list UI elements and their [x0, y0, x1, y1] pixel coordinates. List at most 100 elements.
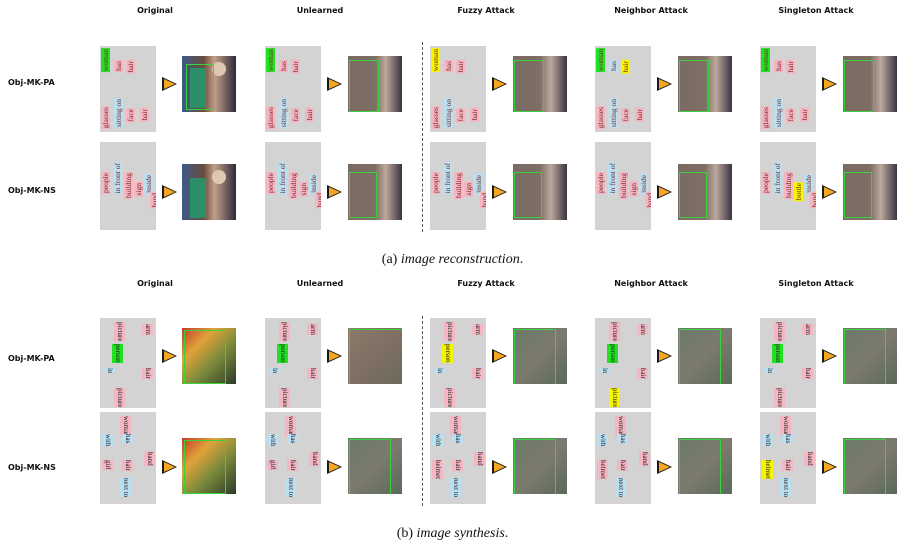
node-woman: woman — [615, 416, 626, 437]
node-in: in — [599, 368, 610, 374]
node-glasses: glasses — [431, 106, 440, 130]
node-in: in — [434, 368, 445, 374]
node-has: has — [287, 434, 298, 444]
node-in-front-of: in front of — [113, 162, 122, 195]
unlearned-image — [348, 328, 402, 384]
node-inside: inside — [144, 174, 153, 194]
node-face: face — [786, 108, 795, 123]
arrow-icon — [657, 185, 672, 199]
arrow-icon — [492, 77, 507, 91]
node-people: people — [431, 172, 440, 194]
arrow-icon — [162, 77, 177, 91]
node-picture2: picture — [114, 388, 125, 408]
col-header-fuzzy-top: Fuzzy Attack — [457, 6, 515, 15]
node-hair2: hair — [470, 108, 479, 122]
node-glasses: glasses — [266, 106, 275, 130]
node-next-to: next to — [615, 478, 626, 498]
col-header-unlearned-bottom: Unlearned — [296, 279, 344, 288]
singleton-image — [843, 328, 897, 384]
node-next-to: next to — [285, 478, 296, 498]
node-woman: woman — [431, 48, 440, 73]
node-people: people — [596, 172, 605, 194]
node-has: has — [617, 434, 628, 444]
node-hand: hand — [804, 452, 815, 466]
col-header-unlearned-top: Unlearned — [296, 6, 344, 15]
node-inside: inside — [474, 174, 483, 194]
node-hair: hair — [291, 60, 300, 74]
node-with: with — [102, 434, 113, 447]
node-hair: hair — [802, 368, 813, 379]
node-with: with — [762, 434, 773, 447]
node-person: person — [442, 344, 453, 363]
scene-graph-panel: woman has hair glasses sitting on face h… — [595, 46, 651, 132]
caption-a: (a) image reconstruction. — [381, 252, 524, 267]
arrow-icon — [327, 185, 342, 199]
node-person: person — [277, 344, 288, 363]
node-woman: woman — [285, 416, 296, 437]
node-face: face — [621, 108, 630, 123]
unlearned-image — [348, 164, 402, 220]
node-woman: woman — [596, 48, 605, 73]
node-woman: woman — [450, 416, 461, 437]
scene-graph-panel: picture arm person in hair picture — [760, 318, 816, 408]
singleton-image — [843, 164, 897, 220]
node-hair: hair — [122, 460, 133, 471]
scene-graph-panel: people in front of building sign inside … — [430, 142, 486, 230]
node-girl: girl — [267, 460, 278, 470]
scene-graph-panel: woman with has helmet hair hand next to — [760, 412, 816, 504]
scene-graph-panel: people in front of building bottle insid… — [760, 142, 816, 230]
node-sitting-on: sitting on — [609, 98, 618, 129]
node-hand: hand — [309, 452, 320, 466]
original-image — [182, 328, 236, 384]
col-header-singleton-top: Singleton Attack — [778, 6, 854, 15]
node-hair: hair — [472, 368, 483, 379]
node-hand: hand — [150, 192, 156, 209]
node-picture2: picture — [774, 388, 785, 408]
scene-graph-panel: picture arm person in hair picture — [595, 318, 651, 408]
arrow-icon — [327, 77, 342, 91]
node-glasses: glasses — [101, 106, 110, 130]
node-hair: hair — [456, 60, 465, 74]
scene-graph-panel: woman with has helmet hair hand next to — [595, 412, 651, 504]
row-label-pa-bottom: Obj-MK-PA — [8, 354, 55, 363]
node-woman: woman — [120, 416, 131, 437]
col-header-original-top: Original — [137, 6, 173, 15]
node-in: in — [269, 368, 280, 374]
neighbor-image — [678, 438, 732, 494]
fuzzy-image — [513, 164, 567, 220]
node-hand: hand — [810, 192, 816, 209]
fuzzy-image — [513, 328, 567, 384]
scene-graph-panel: picture arm person in hair picture — [265, 318, 321, 408]
node-picture: picture — [444, 322, 455, 342]
arrow-icon — [327, 460, 342, 474]
node-has: has — [279, 60, 288, 72]
scene-graph-panel: people in front of building sign inside … — [265, 142, 321, 230]
node-picture2: picture — [279, 388, 290, 408]
original-image — [182, 164, 236, 220]
node-person: person — [607, 344, 618, 363]
node-hair: hair — [126, 60, 135, 74]
node-sitting-on: sitting on — [444, 98, 453, 129]
node-building: building — [784, 172, 793, 200]
node-next-to: next to — [120, 478, 131, 498]
node-hair: hair — [782, 460, 793, 471]
node-hair: hair — [142, 368, 153, 379]
node-has: has — [774, 60, 783, 72]
node-has: has — [609, 60, 618, 72]
node-hair2: hair — [140, 108, 149, 122]
node-in-front-of: in front of — [773, 162, 782, 195]
arrow-icon — [822, 349, 837, 363]
arrow-icon — [492, 185, 507, 199]
arrow-icon — [492, 349, 507, 363]
node-hair: hair — [786, 60, 795, 74]
node-arm: arm — [142, 324, 153, 335]
row-label-ns-top: Obj-MK-NS — [8, 186, 56, 195]
arrow-icon — [822, 460, 837, 474]
node-in: in — [104, 368, 115, 374]
node-in-front-of: in front of — [608, 162, 617, 195]
singleton-image — [843, 438, 897, 494]
scene-graph-panel: woman has hair glasses sitting on face h… — [100, 46, 156, 132]
node-people: people — [101, 172, 110, 194]
scene-graph-panel: woman with has helmet hair hand next to — [430, 412, 486, 504]
node-glasses: glasses — [596, 106, 605, 130]
